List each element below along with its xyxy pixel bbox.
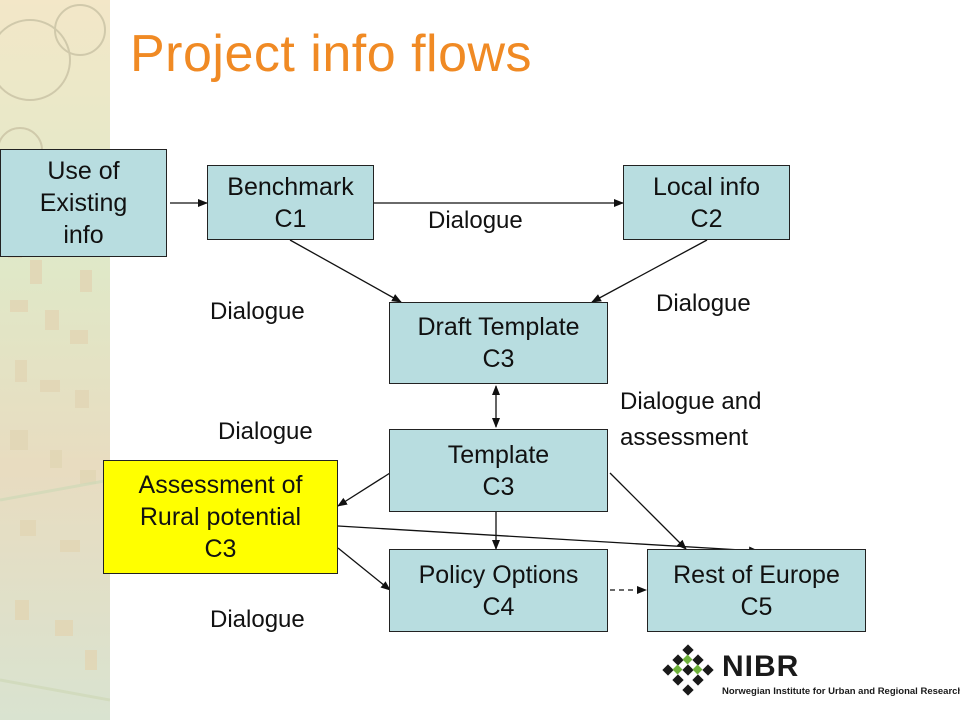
box-label: Use of Existing info bbox=[39, 157, 128, 249]
arrow-assessment-to-policy bbox=[337, 547, 391, 591]
box-assessment-rural-potential: Assessment of Rural potential C3 bbox=[103, 460, 338, 574]
box-draft-template: Draft Template C3 bbox=[389, 302, 608, 384]
arrow-benchmark-to-draft bbox=[289, 239, 402, 303]
label-dialogue-template-assessment: Dialogue bbox=[218, 418, 313, 445]
box-benchmark: Benchmark C1 bbox=[207, 165, 374, 240]
box-policy-options: Policy Options C4 bbox=[389, 549, 608, 632]
label-dialogue-assessment-policy: Dialogue bbox=[210, 606, 305, 633]
box-label: Template C3 bbox=[447, 440, 550, 501]
label-dialogue-benchmark-local: Dialogue bbox=[428, 207, 523, 234]
box-label: Rest of Europe C5 bbox=[673, 560, 840, 621]
box-label: Draft Template C3 bbox=[417, 313, 580, 373]
logo-name: NIBR bbox=[722, 650, 800, 683]
box-rest-of-europe: Rest of Europe C5 bbox=[647, 549, 866, 632]
arrow-local-to-draft bbox=[591, 239, 708, 303]
arrow-assessment-to-rest bbox=[337, 525, 759, 555]
label-dialogue-local-draft: Dialogue bbox=[656, 290, 751, 317]
box-label: Policy Options C4 bbox=[418, 560, 579, 621]
box-label: Local info C2 bbox=[652, 172, 761, 233]
box-local-info: Local info C2 bbox=[623, 165, 790, 240]
arrow-template-to-assessment bbox=[337, 472, 391, 507]
box-label: Benchmark C1 bbox=[227, 172, 354, 233]
logo-subtitle: Norwegian Institute for Urban and Region… bbox=[722, 686, 960, 697]
slide-title: Project info flows bbox=[130, 25, 533, 83]
box-label: Assessment of Rural potential C3 bbox=[138, 471, 303, 563]
nibr-logo-mark-icon bbox=[662, 644, 714, 696]
box-use-of-existing-info: Use of Existing info bbox=[0, 149, 167, 257]
decorative-side-strip bbox=[0, 0, 110, 720]
box-template: Template C3 bbox=[389, 429, 608, 512]
label-dialogue-benchmark-draft: Dialogue bbox=[210, 298, 305, 325]
arrow-template-to-rest bbox=[609, 472, 687, 550]
label-dialogue-and-assessment: Dialogue and assessment bbox=[620, 388, 762, 451]
